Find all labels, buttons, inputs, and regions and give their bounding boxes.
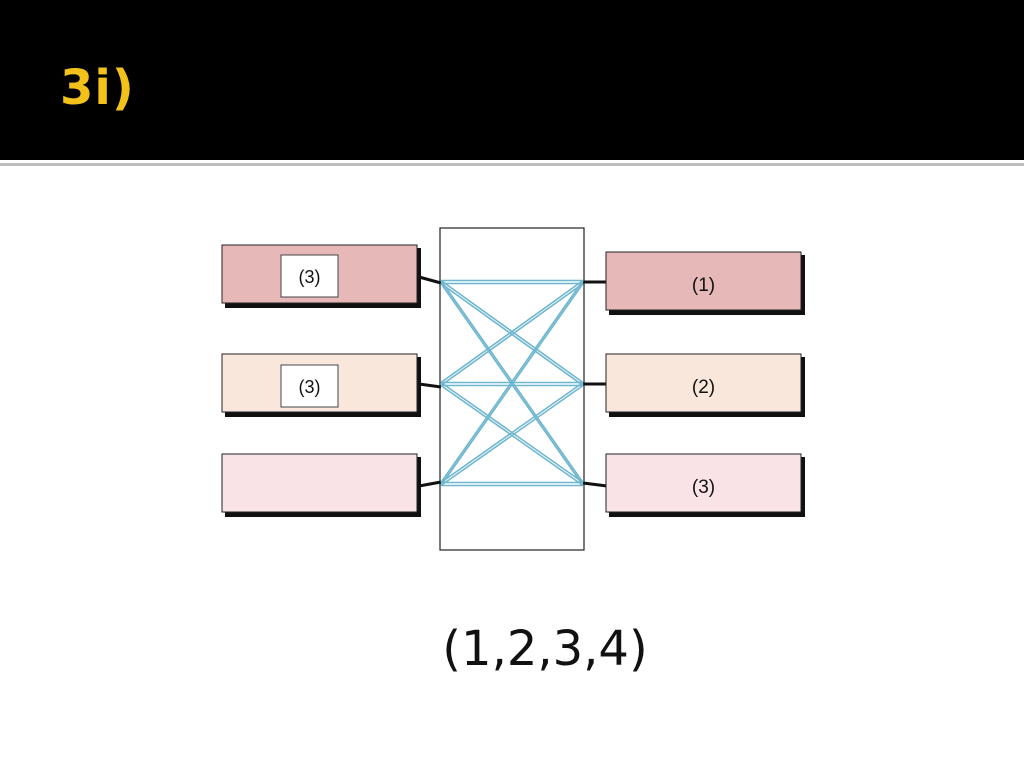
link-2-to-1-strand-1: [440, 279, 584, 384]
right-node-3: (3): [605, 453, 805, 517]
link-3-to-2-strand-2: [440, 384, 584, 487]
left-node-1-tag: (3): [299, 267, 321, 287]
link-3-to-1-strand-1: [440, 280, 584, 483]
bottom-sequence: (1,2,3,4): [442, 621, 648, 677]
left-node-3: [221, 453, 421, 517]
left-node-1: (3): [221, 244, 421, 308]
right-node-2-label: (2): [692, 377, 715, 398]
right-node-3-label: (3): [692, 477, 715, 498]
slide-title: 3i): [60, 60, 135, 116]
right-node-1-label: (1): [692, 275, 715, 296]
link-3-to-1-strand-2: [440, 283, 584, 486]
right-node-1: (1): [605, 251, 805, 315]
connector-right-3: [582, 481, 608, 488]
right-node-3-body: [605, 453, 802, 513]
connector-stubs: [418, 275, 608, 488]
switch-box: [439, 227, 585, 551]
crossbar-links: [440, 279, 584, 487]
connector-left-3: [418, 480, 442, 488]
left-node-2: (3): [221, 353, 421, 417]
right-node-2-body: [605, 353, 802, 413]
title-bar: [0, 0, 1024, 160]
left-node-3-body: [221, 453, 418, 513]
left-node-1-tag-box: [280, 254, 339, 298]
link-3-to-2-strand-1: [440, 381, 584, 484]
title-divider: [0, 163, 1024, 166]
right-node-2: (2): [605, 353, 805, 417]
left-node-2-tag-box: [280, 364, 339, 408]
connector-left-2: [418, 382, 442, 389]
left-node-2-tag: (3): [299, 377, 321, 397]
right-node-1-body: [605, 251, 802, 311]
connector-left-1: [418, 275, 442, 285]
link-2-to-1-strand-2: [440, 282, 584, 387]
